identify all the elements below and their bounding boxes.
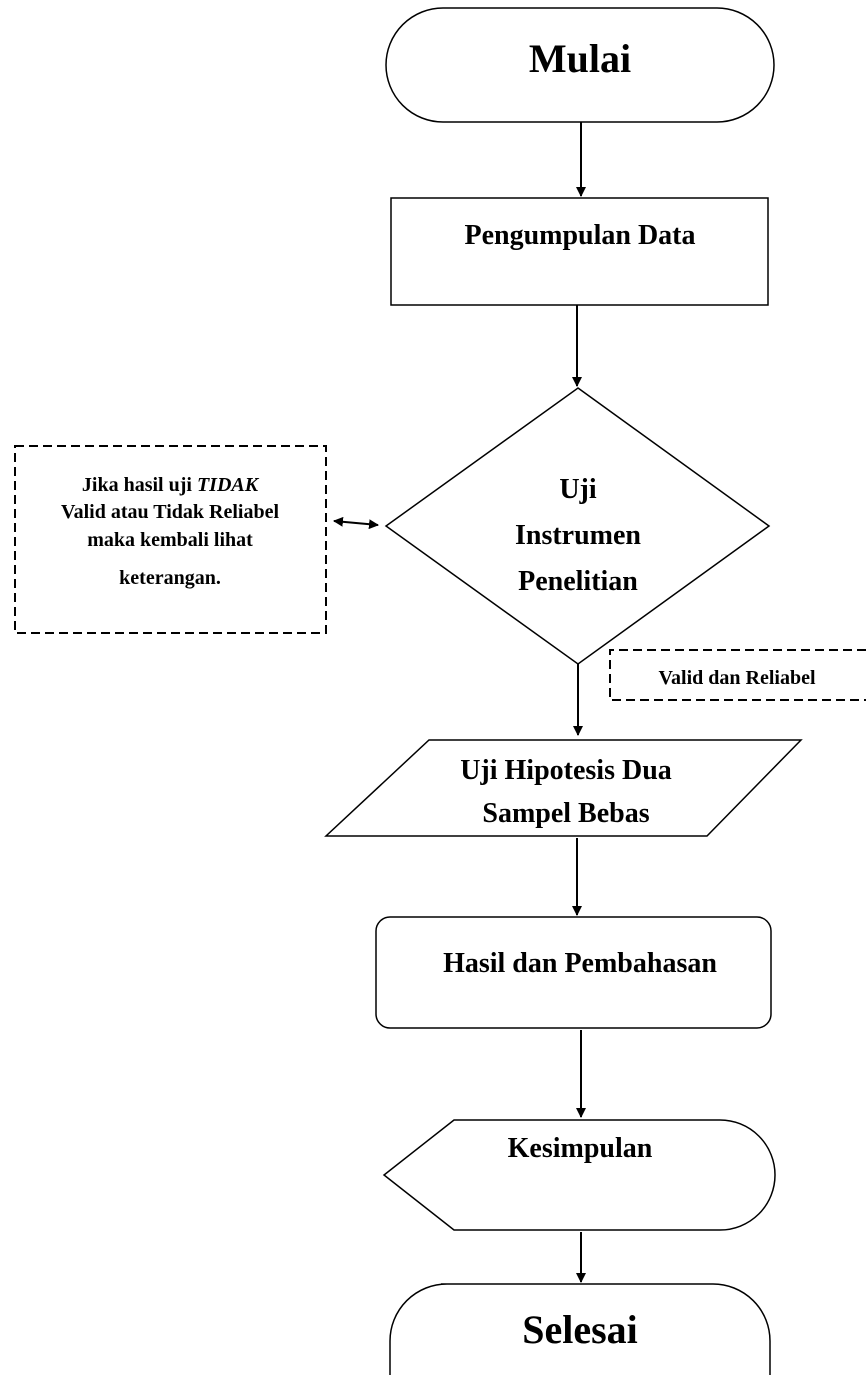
- note-fail-line1: Jika hasil uji TIDAK: [82, 474, 260, 496]
- note-fail-line4: keterangan.: [119, 567, 221, 589]
- note-fail-box: [14, 445, 327, 634]
- conclusion-label: Kesimpulan: [508, 1133, 653, 1164]
- arrow-note-to-decision: [333, 516, 379, 530]
- note-fail-line1-italic: TIDAK: [197, 474, 260, 496]
- start-label: Mulai: [529, 36, 631, 81]
- results-process: [375, 916, 772, 1029]
- note-pass-label: Valid dan Reliabel: [658, 667, 816, 689]
- conclusion-display: [382, 1119, 776, 1231]
- note-fail-line3: maka kembali lihat: [87, 529, 253, 551]
- results-label: Hasil dan Pembahasan: [443, 948, 717, 979]
- collect-data-label: Pengumpulan Data: [464, 220, 695, 251]
- test-label-line2: Instrumen: [515, 520, 641, 551]
- test-label-line3: Penelitian: [518, 566, 638, 597]
- note-pass-box: [609, 649, 866, 701]
- hypothesis-test-data: [324, 739, 803, 837]
- collect-data-process: [390, 197, 769, 306]
- hypothesis-label-line1: Uji Hipotesis Dua: [460, 755, 672, 786]
- note-fail-line1-prefix: Jika hasil uji: [82, 474, 197, 496]
- test-label-line1: Uji: [559, 474, 597, 505]
- end-label: Selesai: [522, 1307, 638, 1352]
- hypothesis-label-line2: Sampel Bebas: [482, 798, 649, 829]
- note-fail-line2: Valid atau Tidak Reliabel: [61, 501, 279, 523]
- end-terminator: [389, 1283, 771, 1375]
